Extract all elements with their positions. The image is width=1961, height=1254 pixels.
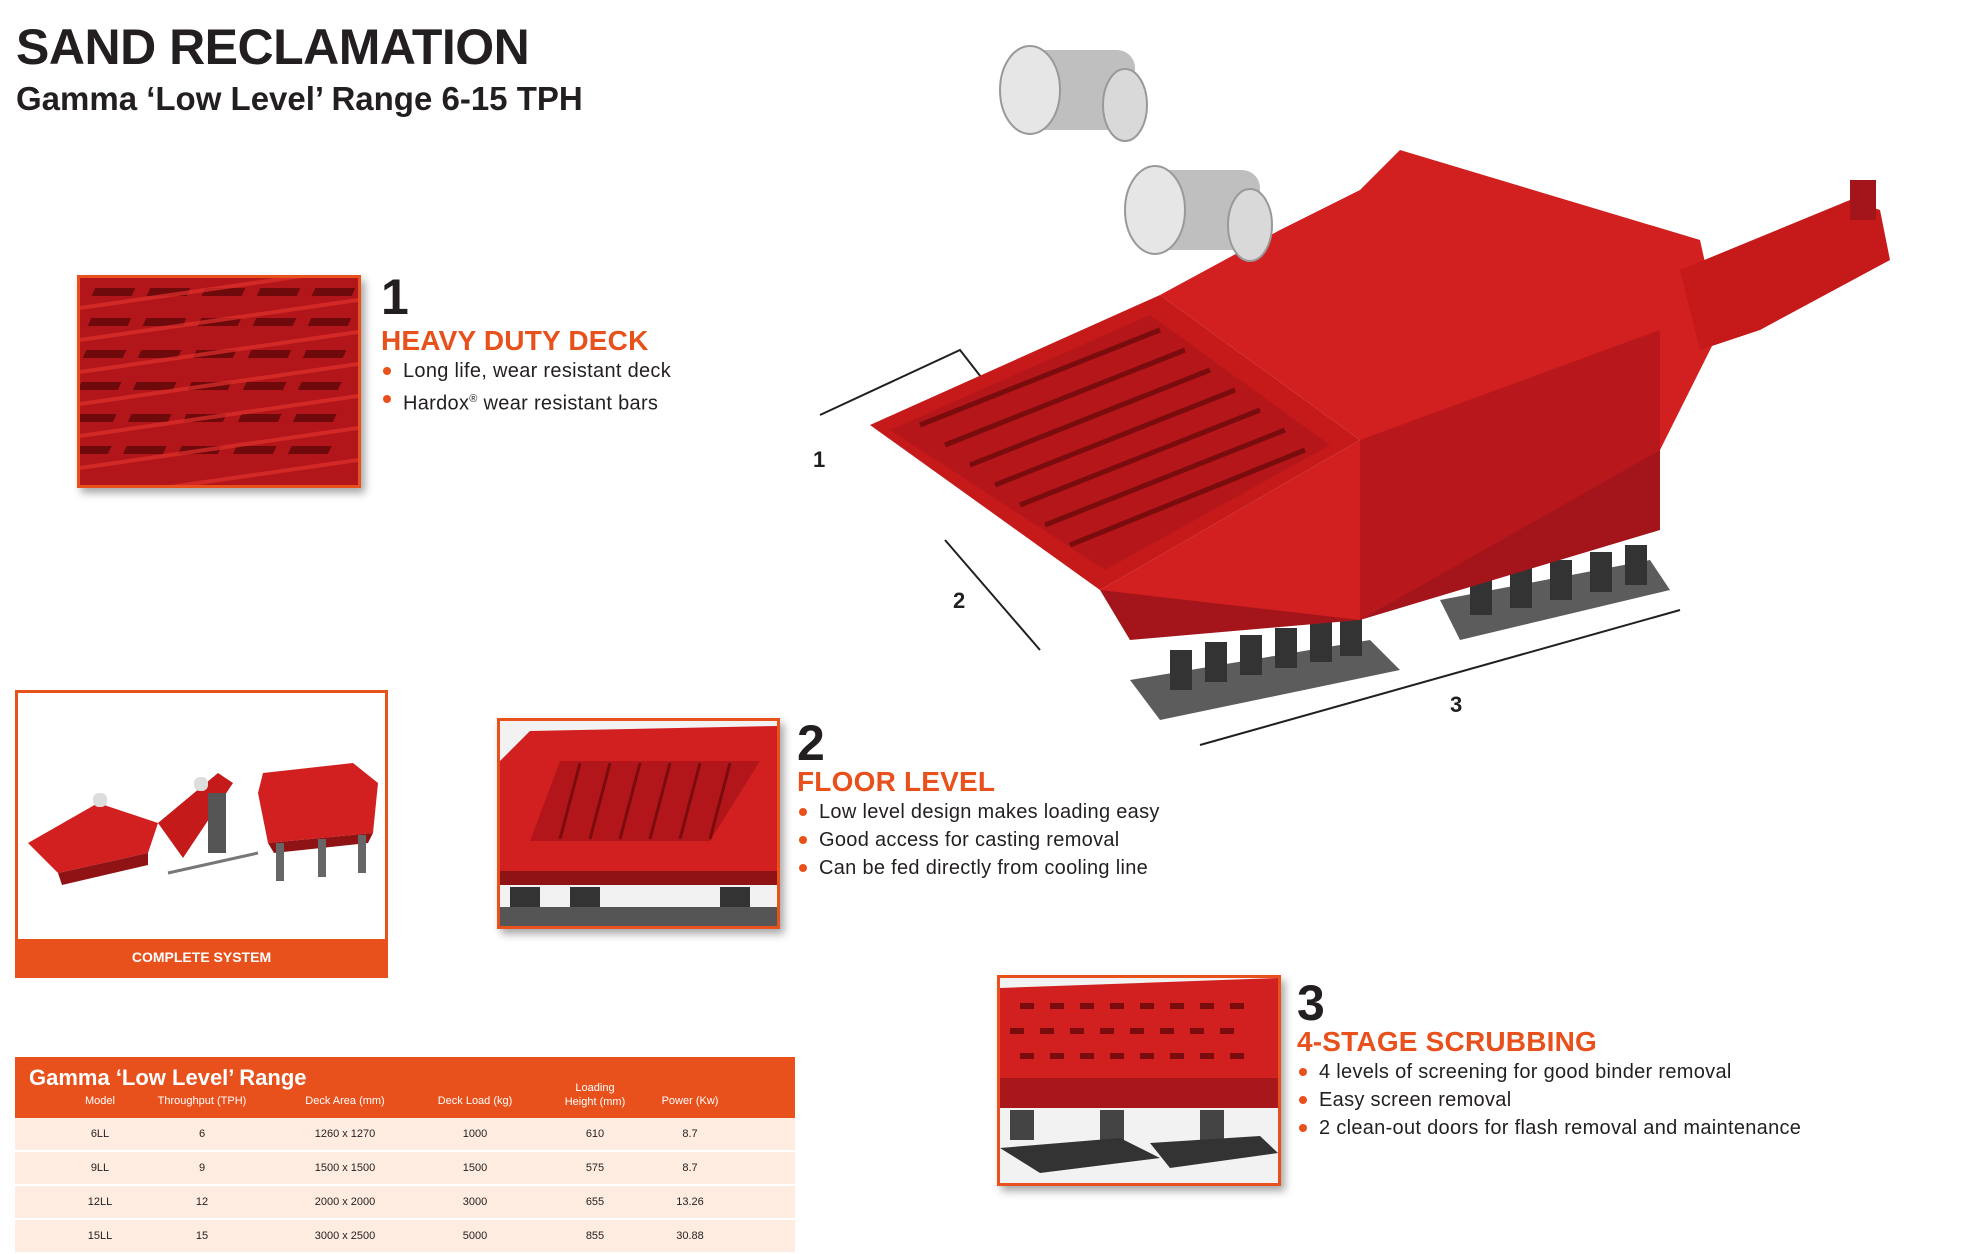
list-item: Can be fed directly from cooling line	[797, 854, 1160, 882]
table-cell: 1500 x 1500	[314, 1162, 376, 1174]
table-cell: 2000 x 2000	[314, 1196, 376, 1208]
table-cell: 15	[195, 1230, 209, 1242]
table-cell: 6LL	[90, 1128, 110, 1140]
deck-surface	[890, 315, 1330, 570]
machine-side-panel	[1360, 330, 1660, 620]
column-header-model: Model	[85, 1095, 115, 1107]
dimension-label-2: 2	[953, 588, 966, 613]
exhaust-port	[1850, 180, 1876, 220]
table-cell: 6	[198, 1128, 206, 1140]
table-cell: 30.88	[676, 1230, 704, 1242]
feature-3-bullets: 4 levels of screening for good binder re…	[1297, 1058, 1801, 1142]
column-header-deck-area: Deck Area (mm)	[305, 1095, 385, 1107]
feature-3-title: 4-STAGE SCRUBBING	[1297, 1026, 1598, 1057]
machine-illustration	[819, 45, 1890, 746]
table-cell: 12LL	[87, 1196, 113, 1208]
dimension-line-2	[944, 539, 1041, 651]
table-cell: 8.7	[682, 1128, 698, 1140]
table-cell: 655	[585, 1196, 605, 1208]
list-item: Easy screen removal	[1297, 1086, 1801, 1114]
heavy-duty-deck-photo	[77, 275, 361, 488]
dimension-label-3: 3	[1450, 692, 1463, 717]
table-cell: 12	[195, 1196, 209, 1208]
table-cell: 5000	[462, 1230, 488, 1242]
table-cell: 1000	[462, 1128, 488, 1140]
spec-table-header: Gamma ‘Low Level’ Range Model Throughput…	[15, 1057, 795, 1118]
deck-bars	[919, 327, 1306, 548]
list-item: 4 levels of screening for good binder re…	[1297, 1058, 1801, 1086]
table-cell: 1260 x 1270	[314, 1128, 376, 1140]
registered-mark: ®	[469, 393, 478, 405]
scrubbing-photo	[997, 975, 1281, 1186]
table-cell: 15LL	[87, 1230, 113, 1242]
spec-table: Gamma ‘Low Level’ Range Model Throughput…	[15, 1057, 795, 1254]
feature-1-number: 1	[381, 269, 409, 325]
table-cell: 1500	[462, 1162, 488, 1174]
table-cell: 3000	[462, 1196, 488, 1208]
dimension-label-1: 1	[813, 447, 826, 472]
dimension-line-3	[1199, 609, 1681, 746]
table-cell: 9LL	[90, 1162, 110, 1174]
complete-system-panel: COMPLETE SYSTEM	[15, 690, 388, 978]
table-row: 9LL 9 1500 x 1500 1500 575 8.7	[15, 1152, 795, 1186]
column-header-power: Power (Kw)	[661, 1095, 719, 1107]
table-cell: 9	[198, 1162, 206, 1174]
feature-2-bullets: Low level design makes loading easy Good…	[797, 798, 1160, 882]
table-cell: 13.26	[676, 1196, 704, 1208]
feature-1-bullets: Long life, wear resistant deck Hardox® w…	[381, 357, 671, 415]
hardox-bullet-text: wear resistant bars	[483, 392, 659, 415]
loading-height-line1: Loading	[575, 1082, 615, 1094]
exit-chute	[1680, 200, 1890, 350]
floor-level-photo	[497, 718, 780, 929]
feature-1-title: HEAVY DUTY DECK	[381, 325, 649, 356]
list-item: Good access for casting removal	[797, 826, 1160, 854]
column-header-throughput: Throughput (TPH)	[157, 1095, 247, 1107]
loading-height-line2: Height (mm)	[564, 1096, 626, 1108]
complete-system-caption: COMPLETE SYSTEM	[18, 939, 385, 975]
spec-table-title: Gamma ‘Low Level’ Range	[29, 1065, 307, 1090]
feature-3-number: 3	[1297, 975, 1325, 1031]
page-title: SAND RECLAMATION	[16, 19, 530, 75]
vibration-motor	[999, 45, 1148, 142]
list-item: 2 clean-out doors for flash removal and …	[1297, 1114, 1801, 1142]
column-header-deck-load: Deck Load (kg)	[437, 1095, 513, 1107]
table-cell: 610	[585, 1128, 605, 1140]
machine-body	[1160, 150, 1720, 620]
table-row: 12LL 12 2000 x 2000 3000 655 13.26	[15, 1186, 795, 1220]
column-header-loading-height: Loading Height (mm)	[540, 1081, 650, 1109]
list-item: Low level design makes loading easy	[797, 798, 1160, 826]
table-row: 6LL 6 1260 x 1270 1000 610 8.7	[15, 1118, 795, 1152]
feature-2-title: FLOOR LEVEL	[797, 766, 996, 797]
side-wall	[1100, 440, 1390, 620]
vibration-motor	[1124, 165, 1273, 262]
list-item: Long life, wear resistant deck	[381, 357, 671, 385]
table-cell: 855	[585, 1230, 605, 1242]
table-cell: 575	[585, 1162, 605, 1174]
table-cell: 3000 x 2500	[314, 1230, 376, 1242]
table-cell: 8.7	[682, 1162, 698, 1174]
list-item: Hardox® wear resistant bars	[381, 385, 671, 415]
springs	[1170, 545, 1647, 690]
feature-2-number: 2	[797, 715, 825, 771]
hardox-brand: Hardox	[403, 392, 470, 415]
base-plate	[1130, 640, 1400, 720]
complete-system-illustration	[28, 763, 378, 885]
page-subtitle: Gamma ‘Low Level’ Range 6-15 TPH	[16, 80, 583, 117]
table-row: 15LL 15 3000 x 2500 5000 855 30.88	[15, 1220, 795, 1254]
